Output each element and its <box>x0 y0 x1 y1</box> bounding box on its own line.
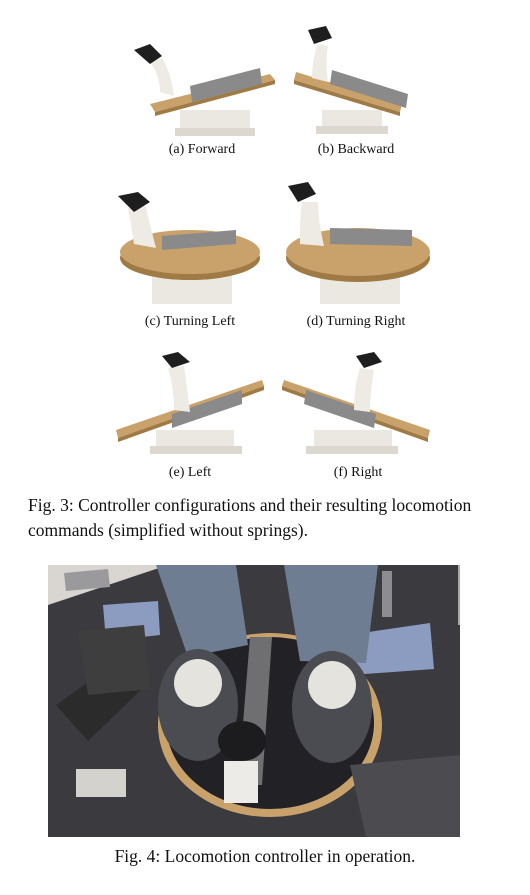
subfigure-label-forward: (a) Forward <box>168 142 236 157</box>
subfigure-label-turning-left: (c) Turning Left <box>144 314 236 329</box>
figure4-caption: Fig. 4: Locomotion controller in operati… <box>114 846 416 866</box>
subfigure-backward-image <box>290 22 430 140</box>
subfigure-label-right: (f) Right <box>333 465 383 480</box>
subfigure-left-image <box>112 350 267 458</box>
subfigure-right-image <box>280 350 435 458</box>
subfigure-forward-image <box>120 40 285 140</box>
subfigure-label-turning-right: (d) Turning Right <box>306 314 406 329</box>
subfigure-label-left: (e) Left <box>168 465 212 480</box>
operation-photo <box>48 565 460 837</box>
subfigure-turning-left-image <box>112 188 267 310</box>
subfigure-label-backward: (b) Backward <box>317 142 395 157</box>
subfigure-turning-right-image <box>282 180 437 310</box>
figure3-caption: Fig. 3: Controller configurations and th… <box>28 495 472 540</box>
